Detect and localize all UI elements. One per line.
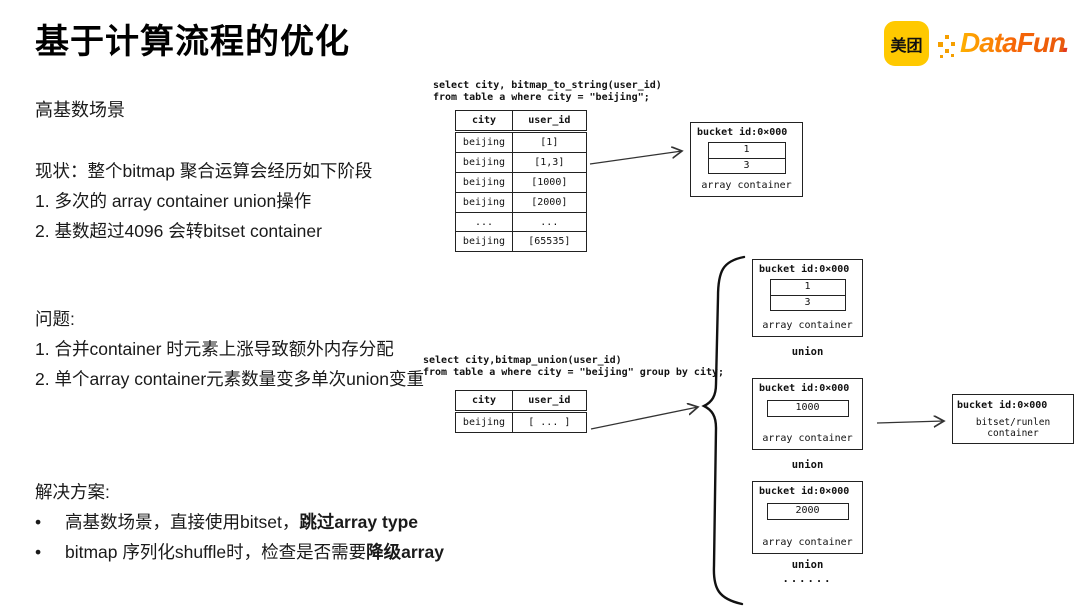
table-header-row: city user_id [455, 390, 587, 411]
bucket-values-box: 2000 [766, 503, 849, 520]
bullet-icon: • [35, 512, 42, 532]
table-row: beijing [1000] [455, 171, 587, 193]
bucket-title: bucket id:0×000 [697, 127, 788, 138]
bucket-label: array container [762, 537, 853, 548]
bucket-box-array-container: bucket id:0×000 1 3 array container [690, 122, 803, 197]
bucket-label: bitset/runlen container [975, 417, 1051, 439]
page-title: 基于计算流程的优化 [35, 23, 350, 61]
table-header-row: city user_id [455, 110, 587, 131]
table-row: ... ... [455, 211, 587, 233]
union-operator-label: union [791, 459, 824, 471]
bucket-label: array container [762, 320, 853, 331]
table-row: beijing [1,3] [455, 152, 587, 174]
status-paragraph: 现状：整个bitmap 聚合运算会经历如下阶段 1. 多次的 array con… [35, 156, 465, 246]
bucket-label: array container [762, 433, 853, 444]
datafun-pixel-icon [945, 35, 949, 39]
problem-item: 2. 单个array container元素数量变多单次union变重 [35, 369, 424, 389]
bucket-box-array-container: bucket id:0×000 1 3 array container [752, 259, 863, 337]
solutions-paragraph: 解决方案: • 高基数场景，直接使用bitset，跳过array type • … [35, 477, 465, 567]
source-table-2: city user_id beijing [ ... ] [455, 390, 587, 434]
status-item: 2. 基数超过4096 会转bitset container [35, 221, 322, 241]
curly-brace [701, 255, 746, 606]
arrow-bucket-to-result [876, 421, 944, 423]
sql-snippet-bitmap-union: select city,bitmap_union(user_id) from t… [423, 355, 725, 378]
table-row: beijing [ ... ] [455, 412, 587, 434]
bucket-title: bucket id:0×000 [957, 400, 1048, 411]
union-operator-label: union [791, 346, 824, 358]
table-row: beijing [1] [455, 132, 587, 154]
datafun-pixel-icon [938, 42, 943, 47]
sql-snippet-bitmap-to-string: select city, bitmap_to_string(user_id) f… [433, 80, 662, 103]
datafun-logo-dot: . [1062, 27, 1070, 58]
solution-text: bitmap 序列化shuffle时，检查是否需要降级array [65, 542, 444, 562]
bucket-title: bucket id:0×000 [759, 264, 850, 275]
bucket-label: array container [701, 180, 792, 191]
status-item: 1. 多次的 array container union操作 [35, 191, 312, 211]
bucket-title: bucket id:0×000 [759, 383, 850, 394]
arrow-table1-to-bucket [589, 151, 682, 165]
bucket-box-array-container: bucket id:0×000 1000 array container [752, 378, 863, 450]
bucket-values-box: 1000 [766, 400, 849, 417]
problems-heading: 问题: [35, 309, 75, 329]
meituan-logo: 美团 [884, 21, 929, 66]
bucket-box-array-container: bucket id:0×000 2000 array container [752, 481, 863, 554]
arrow-table2-to-brace [590, 407, 698, 430]
table-row: beijing [2000] [455, 191, 587, 213]
datafun-pixel-icon [951, 42, 955, 46]
solution-item: • 高基数场景，直接使用bitset，跳过array type [35, 507, 465, 537]
problem-item: 1. 合并container 时元素上涨导致额外内存分配 [35, 339, 394, 359]
datafun-pixel-icon [945, 49, 949, 53]
status-heading: 现状：整个bitmap 聚合运算会经历如下阶段 [35, 161, 373, 181]
bucket-values-box: 1 3 [707, 142, 786, 174]
datafun-logo-text: DataFun [960, 27, 1066, 58]
solution-text: 高基数场景，直接使用bitset，跳过array type [65, 512, 418, 532]
bucket-title: bucket id:0×000 [759, 486, 850, 497]
meituan-logo-text: 美团 [890, 37, 923, 55]
solutions-heading: 解决方案: [35, 482, 110, 502]
bucket-box-bitset-container: bucket id:0×000 bitset/runlen container [952, 394, 1074, 444]
datafun-logo: DataFun . [938, 25, 1078, 69]
datafun-pixel-icon [951, 54, 954, 57]
table-row: beijing [65535] [455, 231, 587, 253]
section-label: 高基数场景 [35, 100, 125, 120]
union-operator-label: union [791, 559, 824, 571]
bullet-icon: • [35, 542, 42, 562]
solution-item: • bitmap 序列化shuffle时，检查是否需要降级array [35, 537, 465, 567]
problems-paragraph: 问题: 1. 合并container 时元素上涨导致额外内存分配 2. 单个ar… [35, 304, 465, 394]
bucket-values-box: 1 3 [769, 279, 846, 311]
ellipsis-label: ...... [782, 573, 833, 585]
source-table-1: city user_id beijing [1] beijing [1,3] b… [455, 110, 587, 253]
datafun-pixel-icon [940, 55, 943, 58]
